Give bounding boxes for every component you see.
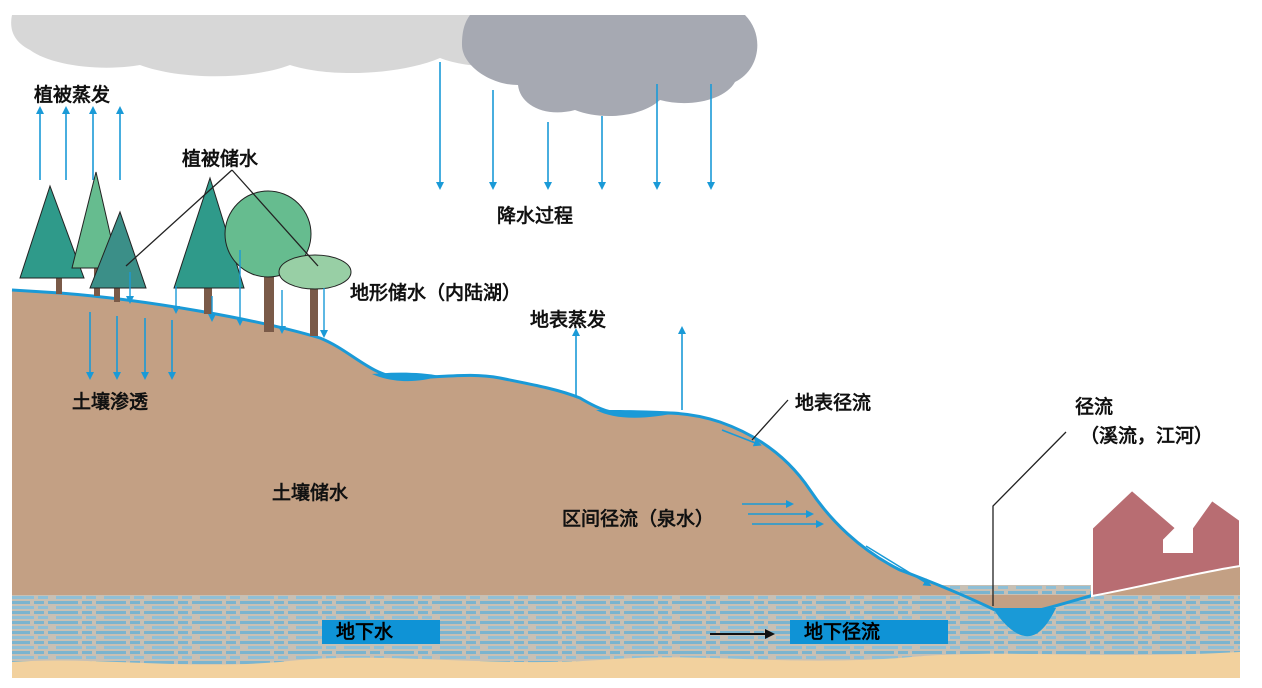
surface-evap-label: 地表蒸发 — [530, 309, 607, 331]
vegetation-evaporation-arrows — [36, 106, 124, 180]
interflow-arrows — [742, 500, 824, 528]
inland-lake — [372, 372, 440, 382]
canopy-drip-arrows — [126, 250, 328, 338]
groundwater-label: 地下水 — [322, 620, 440, 644]
soil-storage-label: 土壤储水 — [272, 482, 349, 504]
surface-puddle — [596, 410, 680, 418]
interflow-label: 区间径流（泉水） — [562, 508, 715, 530]
surface-runoff-arrows — [721, 429, 932, 587]
surface-runoff-pointer — [751, 399, 789, 441]
surface-runoff-label: 地表径流 — [795, 392, 872, 414]
terrain-storage-label: 地形储水（内陆湖） — [350, 282, 522, 304]
precipitation-arrows — [436, 62, 715, 190]
soil-infil-label: 土壤渗透 — [72, 391, 149, 413]
runoff-label: 径流 — [1075, 396, 1114, 418]
river — [993, 608, 1056, 637]
aquifer-layer — [12, 585, 1240, 665]
cloud-dark — [462, 15, 758, 116]
veg-storage-pointers — [125, 169, 319, 267]
surface-evaporation-arrows — [572, 326, 686, 410]
veg-storage-label: 植被储水 — [182, 148, 259, 170]
precip-label: 降水过程 — [497, 205, 574, 227]
runoff-sub-label: （溪流，江河） — [1080, 425, 1214, 447]
cloud-light — [11, 15, 590, 77]
soil-infiltration-arrows — [86, 312, 176, 380]
trees — [19, 171, 352, 336]
soil-body — [12, 290, 1240, 610]
house — [1091, 488, 1241, 598]
groundwater-flow-label: 地下径流 — [790, 620, 948, 644]
veg-evap-label: 植被蒸发 — [34, 84, 111, 106]
river-pointer — [992, 431, 1067, 606]
